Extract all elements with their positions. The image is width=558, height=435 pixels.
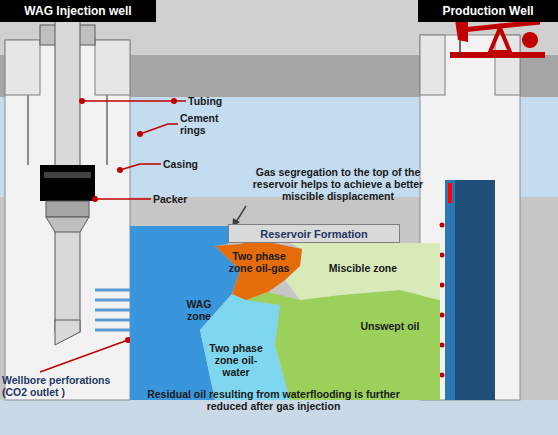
node-text: Unswept oil xyxy=(340,320,440,332)
oil-gas-zone: Two phase zone oil-gas xyxy=(212,240,305,302)
leader-dot xyxy=(92,196,98,202)
pumpjack-head xyxy=(455,20,468,42)
tubing-shoe xyxy=(55,320,80,345)
zone-outline xyxy=(200,294,290,400)
flow-mark xyxy=(448,183,452,203)
packer-body xyxy=(40,165,95,201)
pumpjack-frame xyxy=(490,28,510,52)
node-text: Miscible zone xyxy=(318,262,408,274)
leader-dot xyxy=(171,98,177,104)
leader-line xyxy=(82,100,186,102)
leader-line xyxy=(40,340,128,372)
pointer-arrow xyxy=(236,206,246,222)
node-text: Two phase zone oil-water xyxy=(205,342,267,378)
node-text: WAG Injection well xyxy=(24,4,131,18)
node-text: Production Well xyxy=(442,4,533,18)
cement-ring xyxy=(106,95,108,165)
formation-box: Reservoir Formation xyxy=(228,224,400,243)
zone-outline xyxy=(285,243,440,300)
perforation-dot xyxy=(440,313,445,318)
leader-line xyxy=(120,164,161,170)
part-label: Casing xyxy=(163,158,213,170)
wellhead-block xyxy=(420,35,445,95)
unswept-oil-zone: Unswept oil xyxy=(250,288,440,400)
note-text: Gas segregation to the top of the reserv… xyxy=(232,166,444,202)
production-tubing xyxy=(445,180,495,400)
leader-dot xyxy=(79,98,85,104)
packer-fitting xyxy=(46,201,89,217)
pumpjack-beam xyxy=(462,22,540,30)
leader-dot xyxy=(117,167,123,173)
packer-band xyxy=(44,172,91,178)
well-header: Production Well xyxy=(418,0,558,22)
part-label: Cement rings xyxy=(180,112,222,136)
node-text: Reservoir Formation xyxy=(260,228,368,240)
part-label: Packer xyxy=(153,193,203,205)
pumpjack-crank xyxy=(522,32,538,48)
polished-rod xyxy=(459,40,461,56)
note-text: Residual oil resulting from waterfloodin… xyxy=(146,388,401,412)
leader-line xyxy=(140,124,178,134)
leader-line xyxy=(95,198,151,200)
production-tubing-edge xyxy=(445,180,455,400)
perforation-dot xyxy=(440,343,445,348)
wellhead-block xyxy=(5,40,40,95)
node-text: Two phase zone oil-gas xyxy=(222,250,296,274)
zone-shape xyxy=(250,288,440,400)
cement-ring xyxy=(27,95,29,165)
perforation-dot xyxy=(440,223,445,228)
well-header: WAG Injection well xyxy=(0,0,156,22)
wellhead-block xyxy=(95,40,130,95)
note-text: Wellbore perforations (CO2 outlet ) xyxy=(2,374,120,398)
leader-dot xyxy=(137,131,143,137)
perforation-dot xyxy=(440,283,445,288)
perforation-dot xyxy=(440,253,445,258)
part-label: Tubing xyxy=(188,95,238,107)
miscible-zone: Miscible zone xyxy=(285,243,440,301)
perforation-dot xyxy=(440,373,445,378)
packer-cone xyxy=(46,217,89,232)
